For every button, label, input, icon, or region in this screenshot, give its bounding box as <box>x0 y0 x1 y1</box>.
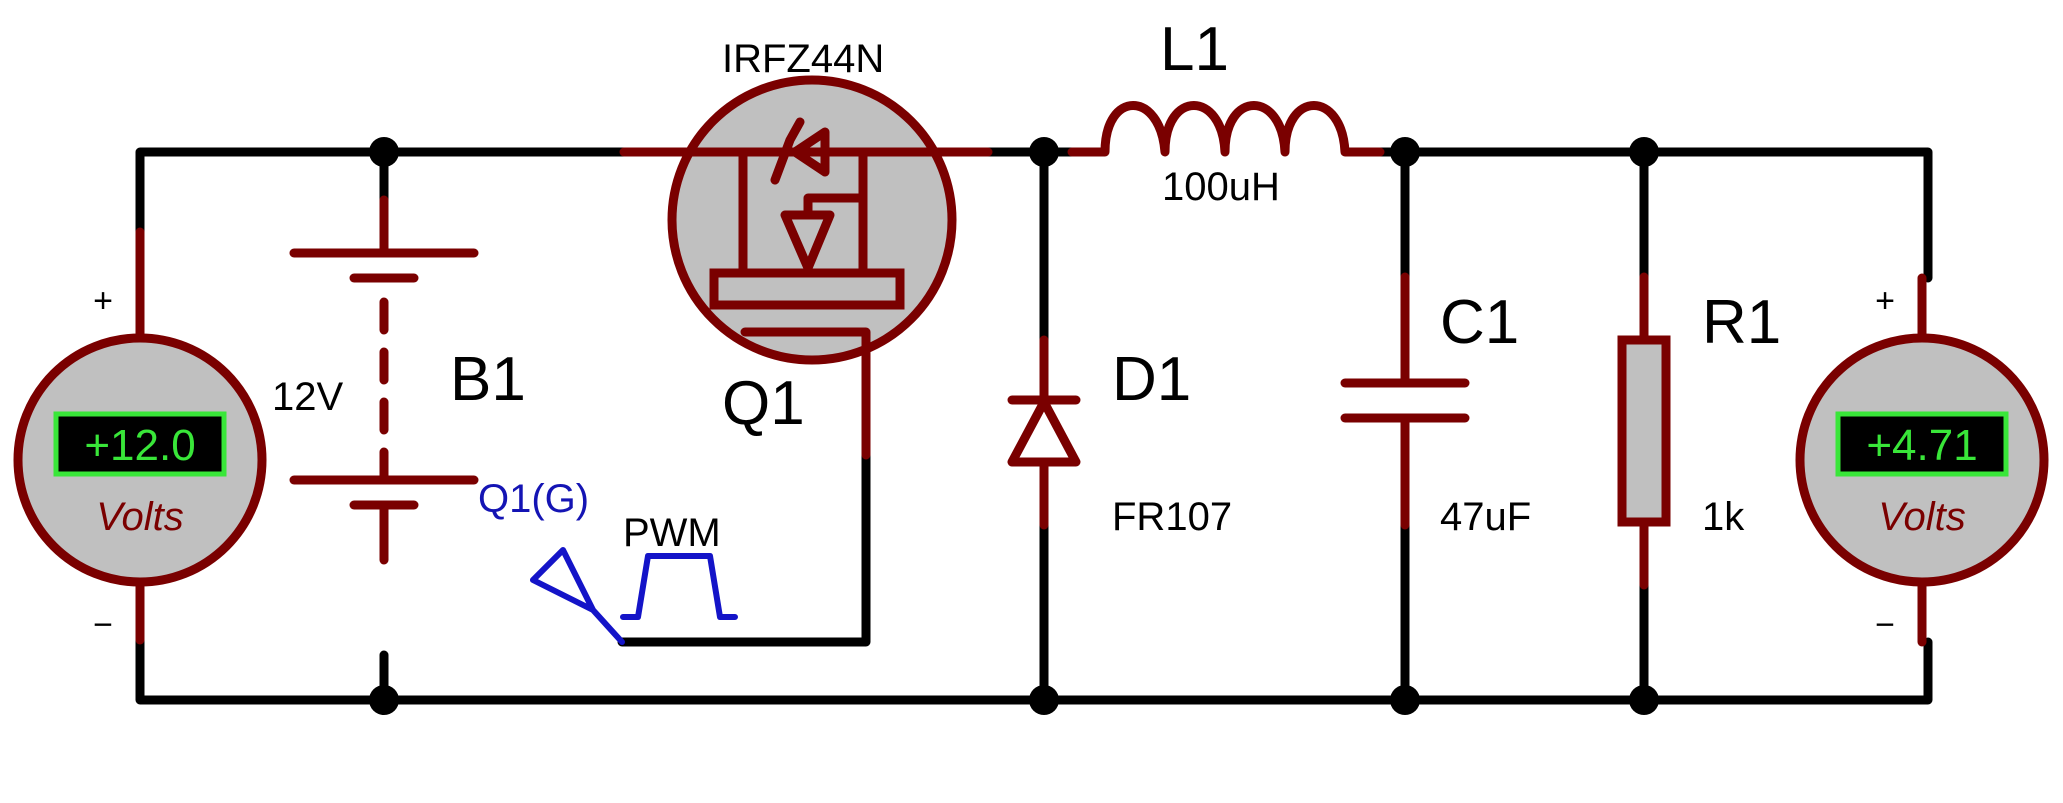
junction-dot <box>1629 137 1659 167</box>
capacitor-value-label: 47uF <box>1440 495 1531 539</box>
resistor-body <box>1617 335 1671 527</box>
voltmeter-input-unit: Volts <box>96 495 183 539</box>
inductor-l1[interactable]: L1 100uH <box>1067 15 1385 209</box>
probe-arrow-icon <box>530 547 625 645</box>
mosfet-ref-label: Q1 <box>722 369 805 438</box>
battery-b1[interactable]: 12V B1 <box>272 195 526 565</box>
voltmeter-input-reading: +12.0 <box>84 421 195 470</box>
wire-gate <box>617 450 871 647</box>
junction-dot <box>369 685 399 715</box>
pwm-waveform-icon <box>620 553 738 620</box>
junctions <box>369 137 1659 715</box>
wire-top-right <box>1375 147 1933 283</box>
mosfet-substrate-link <box>803 193 868 220</box>
inductor-ref-label: L1 <box>1160 15 1229 84</box>
voltmeter-input-display <box>53 411 227 477</box>
junction-dot <box>1629 685 1659 715</box>
mosfet-arrow <box>780 210 835 273</box>
voltmeter-output-minus-sign: − <box>1875 606 1895 644</box>
diode-triangle <box>1007 397 1081 467</box>
voltmeter-output-reading: +4.71 <box>1866 421 1977 470</box>
inductor-coil <box>1067 101 1385 157</box>
battery-value-label: 12V <box>272 375 343 419</box>
junction-dot <box>1029 137 1059 167</box>
capacitor-c1[interactable]: C1 47uF <box>1340 272 1531 539</box>
mosfet-q1[interactable]: IRFZ44N Q1 <box>619 37 993 460</box>
mosfet-gate <box>740 327 871 460</box>
mosfet-body-diode <box>770 117 830 185</box>
resistor-ref-label: R1 <box>1702 288 1781 357</box>
battery-ref-label: B1 <box>450 345 526 414</box>
voltmeter-output-display <box>1835 411 2009 477</box>
voltmeter-output-unit: Volts <box>1878 495 1965 539</box>
junction-dot <box>1029 685 1059 715</box>
diode-d1[interactable]: D1 FR107 <box>1007 335 1232 539</box>
junction-dot <box>1390 685 1420 715</box>
pwm-generator-probe[interactable]: Q1(G) PWM <box>478 477 738 645</box>
resistor-r1[interactable]: R1 1k <box>1617 272 1781 590</box>
pwm-label: PWM <box>623 511 721 555</box>
junction-dot <box>369 137 399 167</box>
wire-top-left <box>135 147 633 237</box>
voltmeter-output[interactable]: +4.71 Volts + − <box>1795 273 2049 647</box>
diode-part-label: FR107 <box>1112 495 1232 539</box>
voltmeter-output-plus-sign: + <box>1875 282 1895 320</box>
junction-dot <box>1390 137 1420 167</box>
mosfet-part-label: IRFZ44N <box>722 37 884 81</box>
inductor-value-label: 100uH <box>1162 165 1280 209</box>
voltmeter-input-plus-sign: + <box>93 282 113 320</box>
capacitor-ref-label: C1 <box>1440 288 1519 357</box>
voltmeter-input-minus-sign: − <box>93 606 113 644</box>
diode-ref-label: D1 <box>1112 345 1191 414</box>
resistor-value-label: 1k <box>1702 495 1745 539</box>
mosfet-body-circle <box>667 75 957 365</box>
mosfet-channel-plate <box>709 268 905 310</box>
probe-label: Q1(G) <box>478 477 589 521</box>
voltmeter-input[interactable]: +12.0 Volts + − <box>13 227 267 645</box>
